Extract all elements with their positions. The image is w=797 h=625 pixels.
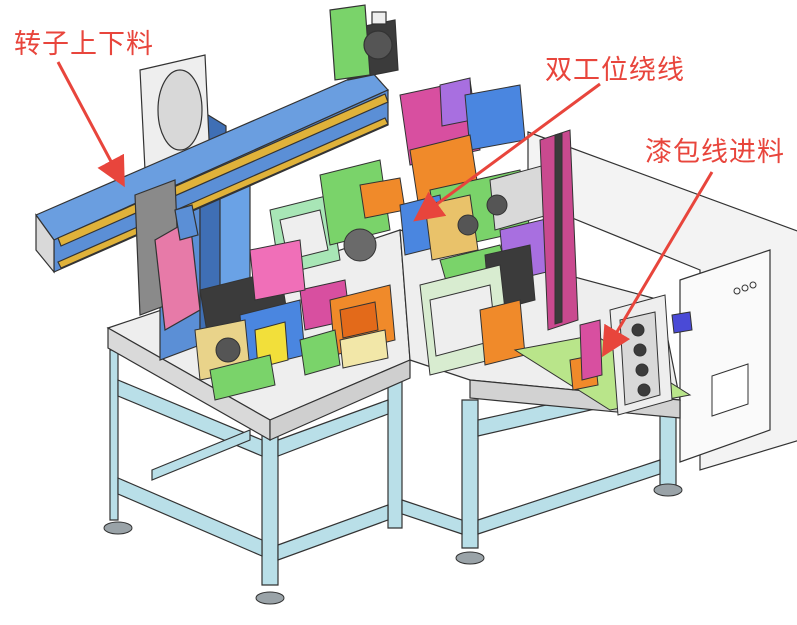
arrow-rotor-loading bbox=[56, 61, 125, 188]
control-cabinet bbox=[527, 131, 797, 471]
leveling-feet bbox=[103, 483, 683, 605]
callout-enameled-wire-feed: 漆包线进料 bbox=[645, 137, 785, 168]
arrow-enameled-wire-feed bbox=[601, 171, 714, 358]
callout-dual-station-winding: 双工位绕线 bbox=[545, 55, 685, 86]
winding-station bbox=[399, 77, 692, 411]
callout-arrows bbox=[56, 61, 714, 358]
left-station bbox=[194, 159, 406, 401]
gantry-unit bbox=[35, 4, 399, 361]
arrow-dual-station-winding bbox=[413, 82, 601, 222]
callout-rotor-loading: 转子上下料 bbox=[14, 29, 154, 60]
